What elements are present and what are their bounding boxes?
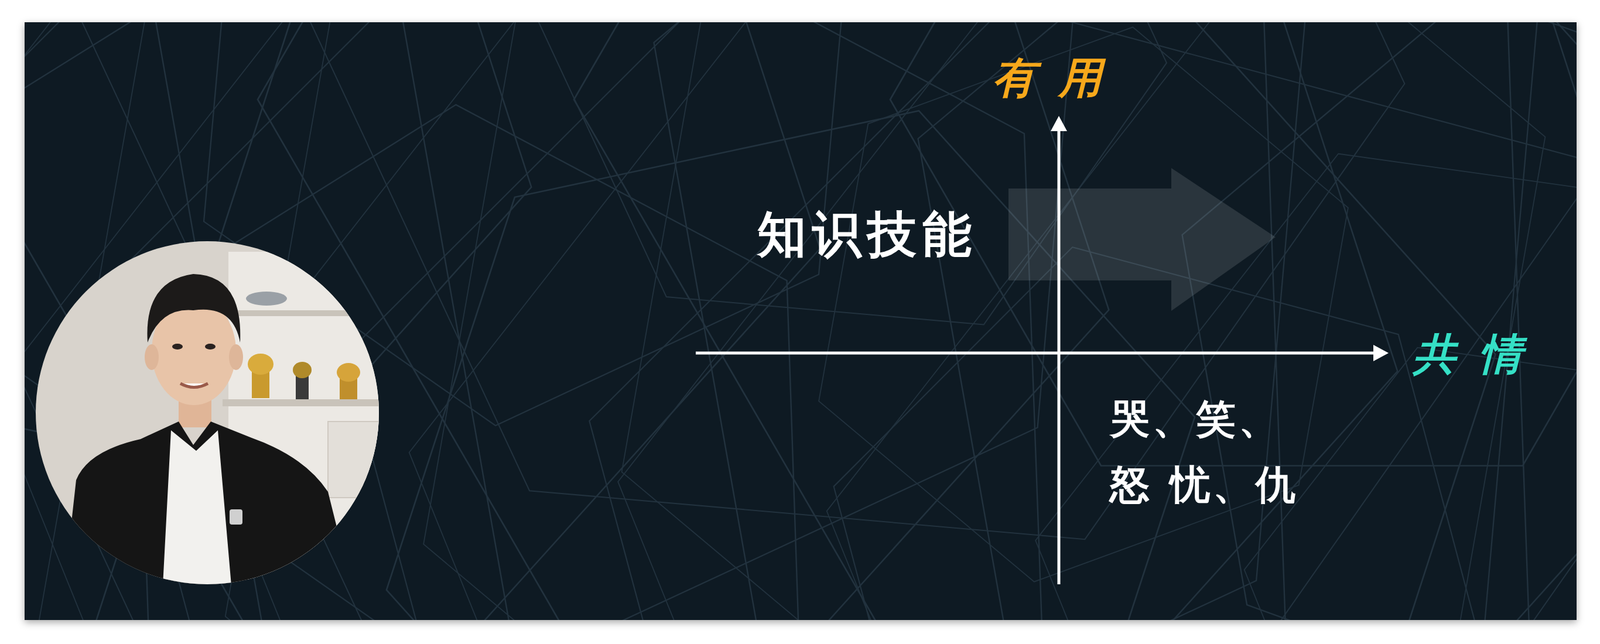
axes (695, 115, 1389, 585)
background-pattern (24, 22, 1577, 621)
quadrant-label: 哭、笑、怒 忧、仇 (1109, 386, 1309, 518)
quadrant-label: 知识技能 (757, 204, 978, 265)
axis-label-y: 有用 (992, 52, 1126, 104)
axis-label-x: 共情 (1413, 328, 1546, 381)
presenter-photo (29, 234, 393, 598)
faint-arrow (1008, 168, 1276, 311)
